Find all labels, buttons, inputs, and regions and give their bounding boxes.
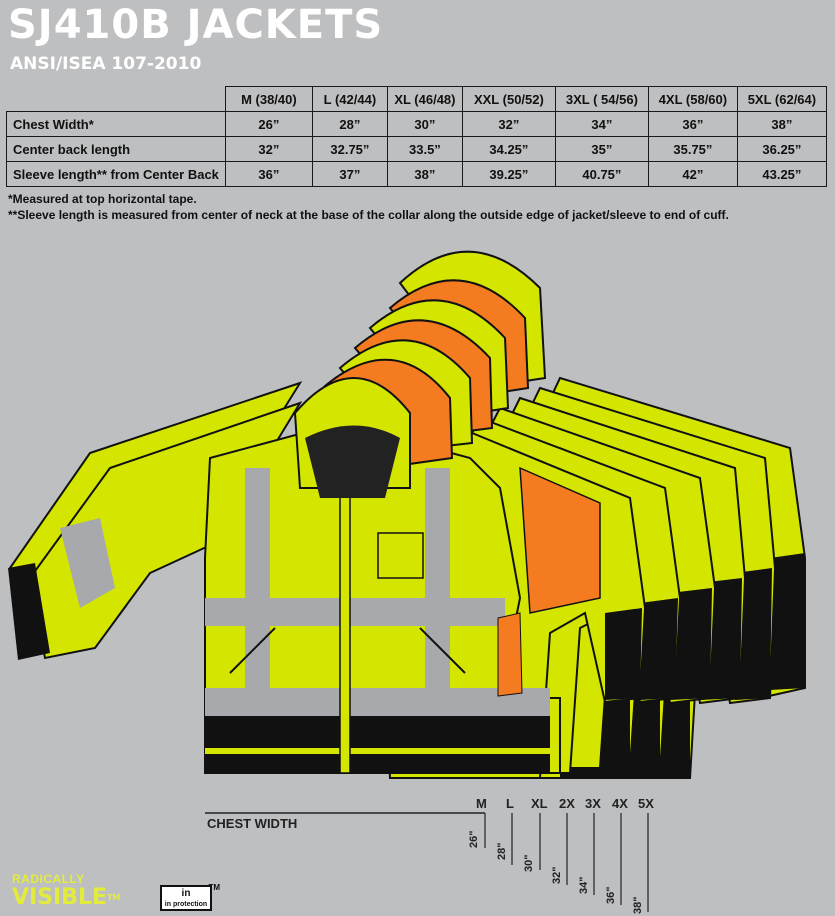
- table-cell: 37”: [311, 161, 388, 187]
- table-cell: 42”: [647, 161, 738, 187]
- logo-visible-text: VISIBLETM: [12, 886, 120, 910]
- col-header: 3XL ( 54/56): [554, 86, 649, 112]
- jacket-front-m: [204, 421, 561, 774]
- inview-logo: in in protection TM: [160, 883, 220, 911]
- logo-tm: TM: [107, 893, 121, 902]
- table-row: Chest Width* 26” 28” 30” 32” 34” 36” 38”: [6, 111, 827, 137]
- left-cuff: [8, 563, 50, 660]
- chest-measure-28: 28": [496, 842, 508, 860]
- table-cell: 38”: [386, 161, 463, 187]
- table-cell: 32”: [224, 136, 313, 162]
- chest-measure-34: 34": [578, 876, 590, 894]
- table-cell: 26”: [224, 111, 313, 137]
- size-code-xl: XL: [531, 796, 548, 811]
- col-header: M (38/40): [224, 86, 313, 112]
- size-code-4x: 4X: [612, 796, 628, 811]
- chest-measure-32: 32": [551, 866, 563, 884]
- logo-visible-word: VISIBLE: [12, 885, 108, 910]
- left-sleeve-tape: [60, 518, 115, 608]
- table-cell: 34”: [554, 111, 649, 137]
- logo-radically-text: RADICALLY: [12, 872, 85, 886]
- row-label: Sleeve length** from Center Back: [6, 161, 226, 187]
- table-row: Sleeve length** from Center Back 36” 37”…: [6, 161, 827, 187]
- table-cell: 38”: [736, 111, 827, 137]
- page-subtitle: ANSI/ISEA 107-2010: [10, 54, 202, 74]
- chest-measure-36: 36": [605, 886, 617, 904]
- table-cell: 32”: [461, 111, 556, 137]
- inview-logo-top: in: [181, 888, 191, 899]
- table-cell: 43.25”: [736, 161, 827, 187]
- col-header: XXL (50/52): [461, 86, 556, 112]
- chest-width-label: CHEST WIDTH: [207, 816, 298, 831]
- chest-measure-30: 30": [523, 854, 535, 872]
- col-header: XL (46/48): [386, 86, 463, 112]
- size-code-2x: 2X: [559, 796, 575, 811]
- col-header: L (42/44): [311, 86, 388, 112]
- size-code-l: L: [506, 796, 514, 811]
- size-code-5x: 5X: [638, 796, 654, 811]
- size-code-3x: 3X: [585, 796, 601, 811]
- jacket-size-illustration: [8, 250, 806, 779]
- size-table: M (38/40) L (42/44) XL (46/48) XXL (50/5…: [6, 86, 827, 187]
- table-cell: 36”: [224, 161, 313, 187]
- radically-visible-logo: RADICALLY VISIBLETM: [12, 872, 120, 910]
- col-header: 5XL (62/64): [736, 86, 827, 112]
- table-cell: 36”: [647, 111, 738, 137]
- table-cell: 30”: [386, 111, 463, 137]
- table-cell: 35.75”: [647, 136, 738, 162]
- footnote-sleeve: **Sleeve length is measured from center …: [8, 208, 729, 222]
- table-cell: 36.25”: [736, 136, 827, 162]
- table-cell: 32.75”: [311, 136, 388, 162]
- chest-measure-26: 26": [468, 830, 480, 848]
- table-cell: 40.75”: [554, 161, 649, 187]
- chest-measure-38: 38": [632, 896, 644, 914]
- row-label: Chest Width*: [6, 111, 226, 137]
- hood-stack: [293, 250, 547, 498]
- size-code-m: M: [476, 796, 487, 811]
- footnote-chest: *Measured at top horizontal tape.: [8, 192, 197, 206]
- inview-logo-tm: TM: [208, 883, 220, 892]
- inview-logo-bottom: in protection: [164, 901, 208, 908]
- page-title: SJ410B JACKETS: [8, 2, 384, 48]
